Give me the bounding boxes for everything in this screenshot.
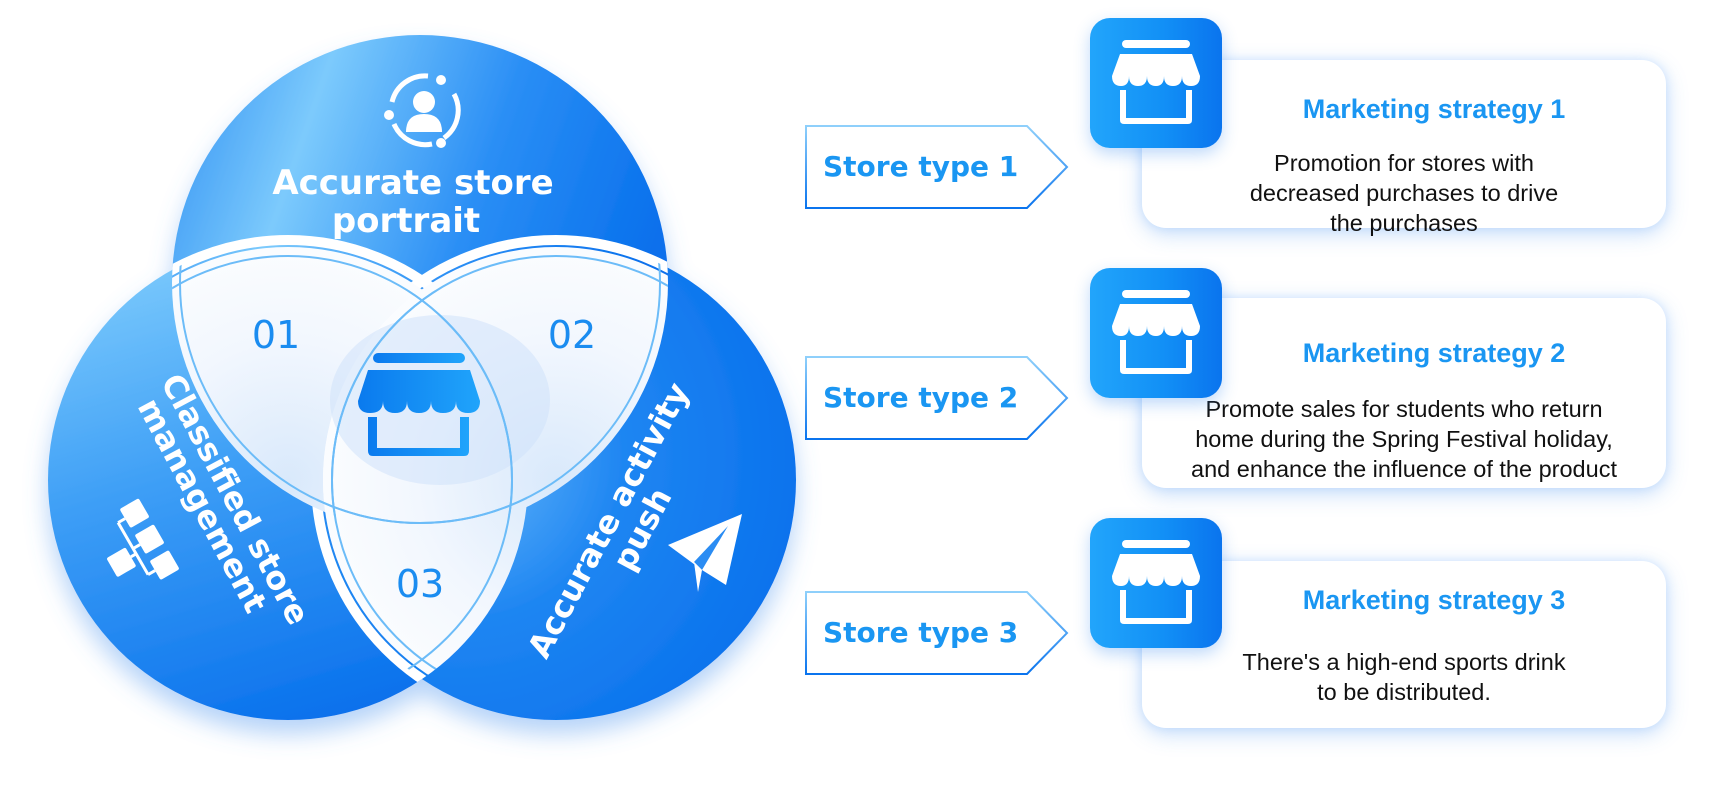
- tag-arrow-shape: [805, 591, 1069, 675]
- intersection-label-01: 01: [252, 313, 300, 357]
- strategy-icon-box-2: [1090, 268, 1222, 398]
- store-icon: [1112, 40, 1200, 124]
- tag-arrow-shape: [805, 356, 1069, 440]
- strategy-icon-box-3: [1090, 518, 1222, 648]
- strategy-description: Promote sales for students who return ho…: [1191, 396, 1617, 482]
- store-type-tag-2: Store type 2: [805, 356, 1069, 440]
- strategy-title: Marketing strategy 3: [1302, 585, 1566, 615]
- intersection-label-02: 02: [548, 313, 596, 357]
- store-type-label: Store type 3: [823, 616, 1019, 649]
- store-type-tag-1: Store type 1: [805, 125, 1069, 209]
- venn-diagram: 01 02 03 Accurate store portrait Classif…: [48, 35, 796, 720]
- user-profile-icon: [384, 73, 461, 148]
- intersection-label-03: 03: [396, 562, 444, 606]
- tag-arrow-shape: [805, 125, 1069, 209]
- store-type-label: Store type 2: [823, 381, 1019, 414]
- venn-label-top-line2: portrait: [332, 201, 480, 241]
- strategy-card-1: Marketing strategy 1 Promotion for store…: [1142, 60, 1666, 236]
- store-icon: [1112, 290, 1200, 374]
- strategy-card-3: Marketing strategy 3 There's a high-end …: [1142, 561, 1666, 728]
- store-icon: [1112, 540, 1200, 624]
- strategy-title: Marketing strategy 2: [1302, 338, 1566, 368]
- store-icon: [358, 353, 480, 456]
- venn-label-top-line1: Accurate store: [272, 163, 553, 203]
- strategy-icon-box-1: [1090, 18, 1222, 148]
- hierarchy-icon: [107, 498, 179, 580]
- store-type-label: Store type 1: [823, 150, 1019, 183]
- strategy-description: Promotion for stores with decreased purc…: [1249, 150, 1559, 236]
- strategy-card-2: Marketing strategy 2 Promote sales for s…: [1142, 298, 1666, 488]
- store-type-tag-3: Store type 3: [805, 591, 1069, 675]
- strategy-description: There's a high-end sports drink to be di…: [1242, 649, 1566, 705]
- strategy-title: Marketing strategy 1: [1302, 94, 1566, 124]
- paper-plane-icon: [668, 514, 742, 592]
